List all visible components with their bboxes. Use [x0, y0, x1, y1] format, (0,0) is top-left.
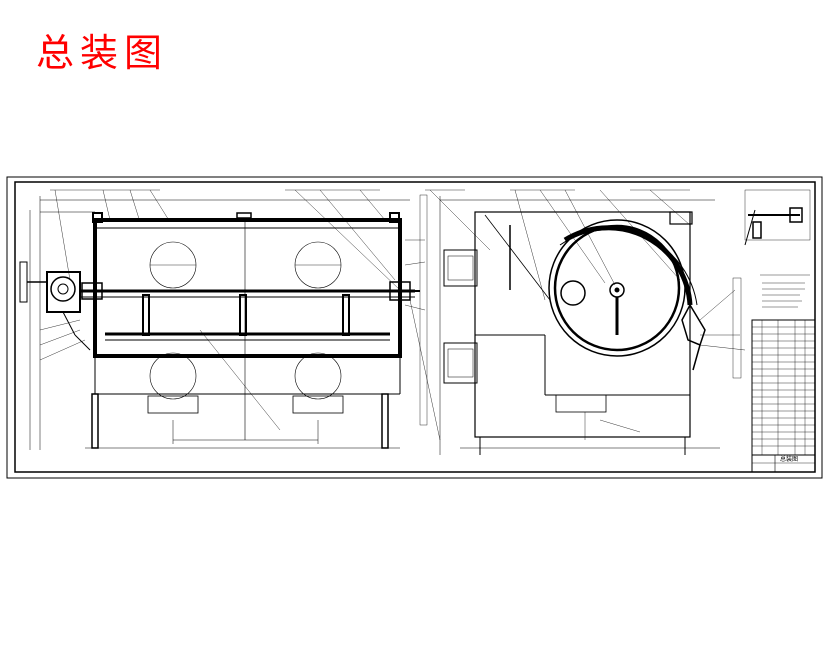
drawing-frame [6, 176, 823, 479]
side-view [425, 189, 746, 455]
technical-notes [760, 274, 810, 308]
title-block-drawing-name: 总装图 [780, 455, 798, 463]
parts-list-table [751, 319, 816, 473]
detail-view [744, 189, 811, 246]
front-view [19, 189, 441, 450]
page-title: 总装图 [36, 31, 169, 75]
